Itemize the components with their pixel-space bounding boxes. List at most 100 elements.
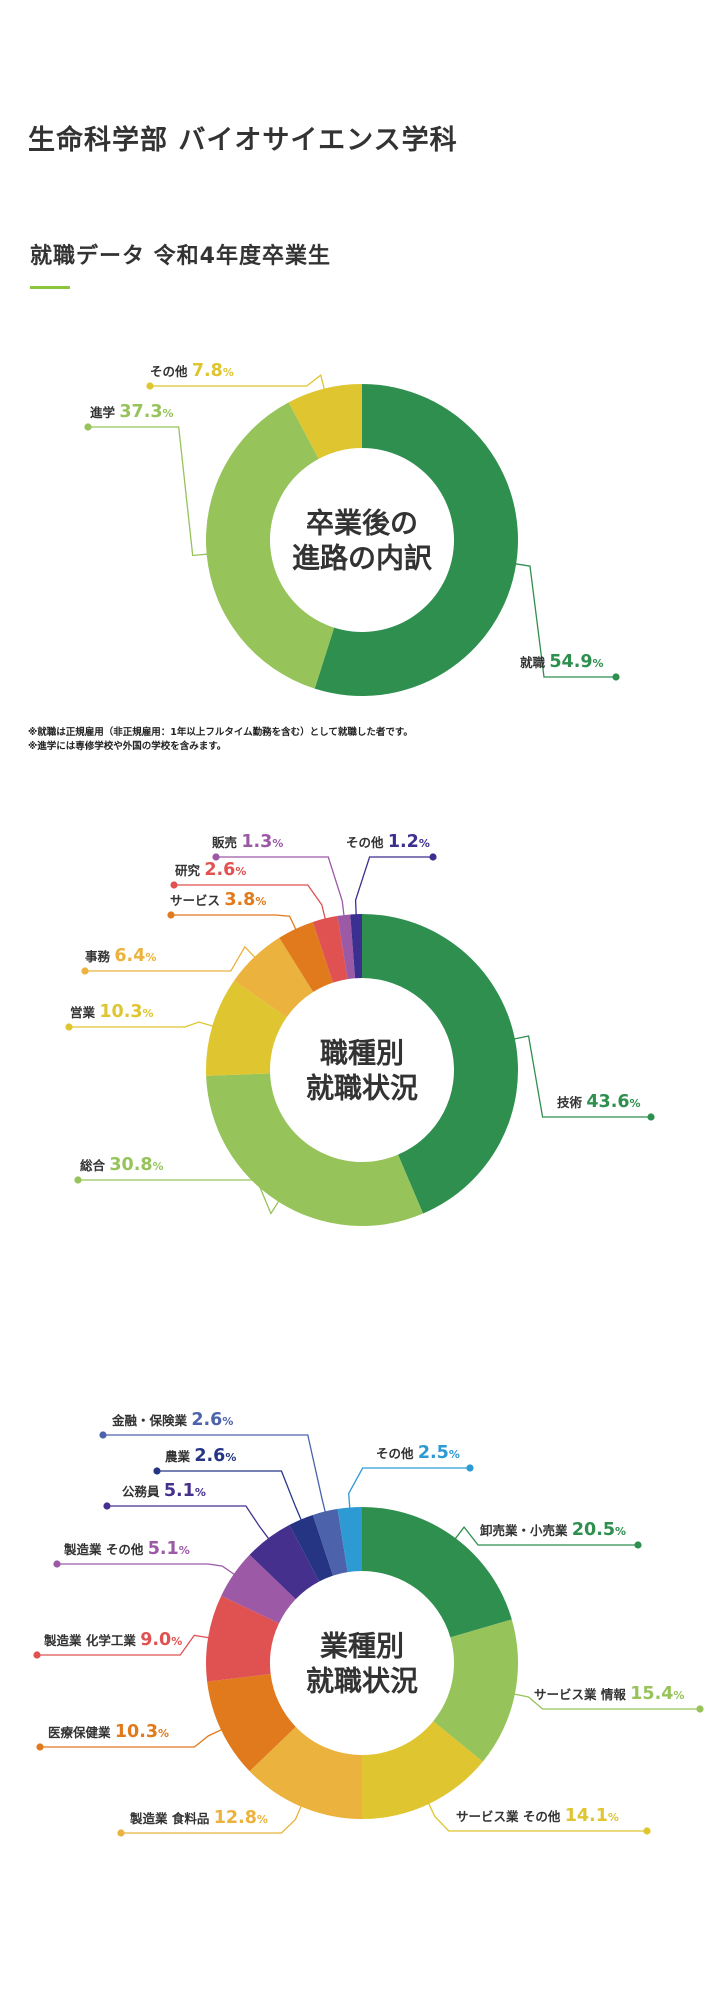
leader-dot (153, 1467, 161, 1475)
leader-dot (81, 967, 89, 975)
slice-name: 事務 (85, 949, 114, 964)
slice-value: 9.0 (140, 1630, 171, 1650)
slice-value: 2.5 (418, 1443, 449, 1463)
slice-name: 研究 (175, 863, 204, 878)
donut-slice (314, 384, 519, 696)
center-label-line: 職種別 (320, 1037, 404, 1070)
slice-label: 医療保健業 10.3% (48, 1722, 169, 1742)
slice-percent-sign: % (143, 1007, 154, 1020)
leader-dot (634, 1541, 642, 1549)
donut-slice (362, 914, 518, 1214)
slice-percent-sign: % (223, 366, 234, 379)
donut-slice (288, 384, 362, 459)
slice-name: 販売 (212, 835, 241, 850)
leader-line (347, 1467, 470, 1512)
donut-slices (206, 1507, 518, 1819)
slice-percent-sign: % (630, 1097, 641, 1110)
leader-dot (84, 423, 92, 431)
donut-labels: 技術 43.6%総合 30.8%営業 10.3%事務 6.4%サービス 3.8%… (65, 832, 655, 1215)
leader-line (512, 562, 616, 678)
slice-name: 営業 (70, 1005, 99, 1020)
slice-name: 総合 (80, 1158, 109, 1173)
leader-dot (53, 1560, 61, 1568)
slice-name: 金融・保険業 (111, 1413, 191, 1428)
leader-line (37, 1634, 213, 1656)
donut-labels: 就職 54.9%進学 37.3%その他 7.8% (84, 361, 620, 681)
slice-label: その他 2.5% (376, 1443, 460, 1463)
slice-label: サービス 3.8% (170, 890, 266, 910)
leader-line (85, 945, 258, 972)
slice-name: サービス業 情報 (534, 1687, 630, 1702)
leader-dot (212, 853, 220, 861)
leader-line (354, 856, 433, 919)
slice-label: 就職 54.9% (520, 652, 604, 672)
slice-name: 農業 (165, 1449, 194, 1464)
slice-label: 総合 30.8% (80, 1155, 164, 1175)
leader-dot (99, 1431, 107, 1439)
slice-name: その他 (376, 1446, 418, 1461)
leader-dot (33, 1651, 41, 1659)
donut-slice (350, 914, 362, 979)
center-label-line: 就職状況 (306, 1665, 418, 1698)
leader-dot (74, 1176, 82, 1184)
leader-dot (466, 1464, 474, 1472)
leader-dot (612, 673, 620, 681)
leader-line (40, 1727, 225, 1748)
donut-slice (337, 1507, 362, 1573)
slice-name: サービス (170, 893, 224, 908)
slice-value: 1.3 (241, 832, 272, 852)
slice-label: 製造業 その他 5.1% (63, 1539, 190, 1559)
slice-percent-sign: % (593, 657, 604, 670)
donut-slice (312, 915, 348, 983)
donut-slice (206, 980, 287, 1076)
leader-line (150, 373, 326, 393)
leader-line (426, 1800, 647, 1832)
donut-slice (362, 1507, 512, 1638)
page-title: 生命科学部 バイオサイエンス学科 (28, 125, 458, 156)
leader-line (171, 914, 298, 933)
slice-name: 就職 (520, 655, 549, 670)
leader-line (216, 856, 346, 920)
leader-line (174, 884, 327, 923)
leader-dot (103, 1502, 111, 1510)
leader-dot (117, 1829, 125, 1837)
slice-label: サービス業 情報 15.4% (534, 1684, 684, 1704)
slice-percent-sign: % (153, 1160, 164, 1173)
slice-percent-sign: % (419, 837, 430, 850)
slice-value: 2.6 (191, 1410, 222, 1430)
slice-percent-sign: % (179, 1544, 190, 1557)
slice-value: 15.4 (630, 1684, 673, 1704)
slice-value: 12.8 (214, 1808, 257, 1828)
center-label-line: 業種別 (320, 1630, 404, 1663)
slice-value: 6.4 (114, 946, 145, 966)
slice-name: 公務員 (122, 1484, 164, 1499)
leader-line (510, 1692, 700, 1710)
center-label-line: 就職状況 (306, 1072, 418, 1105)
leader-dot (429, 853, 437, 861)
slice-percent-sign: % (673, 1689, 684, 1702)
slice-value: 5.1 (148, 1539, 179, 1559)
slice-percent-sign: % (272, 837, 283, 850)
leader-line (121, 1802, 304, 1834)
slice-value: 2.6 (194, 1446, 225, 1466)
slice-label: 営業 10.3% (70, 1002, 154, 1022)
slice-name: 技術 (557, 1095, 586, 1110)
slice-label: 進学 37.3% (90, 402, 174, 422)
donut-slice (234, 937, 314, 1018)
donut-slice (206, 402, 335, 689)
slice-percent-sign: % (257, 1813, 268, 1826)
leader-dot (643, 1827, 651, 1835)
slice-label: 製造業 食料品 12.8% (129, 1808, 268, 1828)
title-underline (30, 286, 70, 289)
leader-dot (647, 1113, 655, 1121)
slice-percent-sign: % (255, 895, 266, 908)
slice-value: 10.3 (115, 1722, 158, 1742)
slice-name: その他 (150, 364, 192, 379)
industry-donut-chart: 卸売業・小売業 20.5%サービス業 情報 15.4%サービス業 その他 14.… (33, 1410, 704, 1837)
donut-slice (206, 1595, 280, 1682)
slice-value: 37.3 (119, 402, 162, 422)
slice-percent-sign: % (163, 407, 174, 420)
slice-value: 14.1 (565, 1806, 608, 1826)
